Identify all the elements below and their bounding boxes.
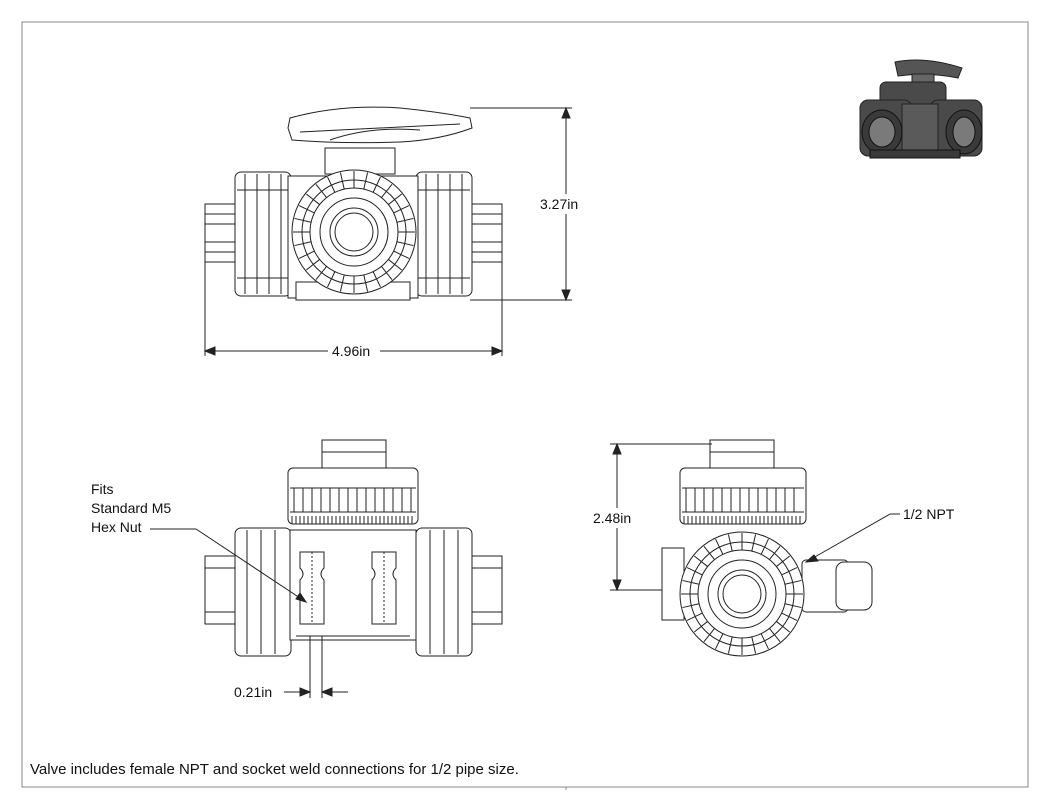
nut-callout-line2: Standard M5: [91, 500, 172, 516]
rib-line: [769, 628, 780, 641]
rib-line: [388, 259, 401, 270]
rib-line: [373, 177, 380, 192]
footer-note: Valve includes female NPT and socket wel…: [30, 761, 519, 778]
rib-line: [306, 194, 319, 205]
rib-line: [364, 173, 368, 190]
rib-line: [728, 637, 732, 654]
nut-callout-leader: [150, 529, 306, 602]
rib-line: [782, 613, 797, 620]
front-left-nut: [235, 172, 291, 296]
rib-line: [704, 628, 715, 641]
rib-line: [752, 535, 756, 552]
rib-line: [295, 242, 312, 246]
rib-line: [295, 218, 312, 222]
rib-line: [776, 556, 789, 567]
rib-line: [316, 184, 327, 197]
rib-line: [687, 568, 702, 575]
rib-line: [716, 634, 723, 649]
valve-render: [860, 60, 982, 158]
dim-label-width-front: 4.96in: [332, 343, 371, 359]
rib-line: [373, 272, 380, 287]
dim-label-slot-width: 0.21in: [234, 684, 273, 700]
dim-height-side: [610, 444, 712, 590]
rib-line: [340, 275, 344, 292]
npt-callout-leader: [806, 514, 900, 562]
front-right-nut: [416, 172, 472, 296]
dim-width-front: [205, 262, 502, 356]
rib-line: [683, 580, 700, 584]
rib-line: [694, 621, 707, 632]
rib-line: [316, 266, 327, 279]
rib-line: [381, 266, 392, 279]
front-handle: [288, 107, 472, 143]
rib-line: [397, 218, 414, 222]
drawing-frame: [22, 22, 1028, 790]
rib-line: [761, 634, 768, 649]
dim-slot-width: [284, 636, 348, 698]
rib-line: [340, 173, 344, 190]
rib-line: [388, 194, 401, 205]
dim-height-front: [470, 108, 572, 300]
rib-line: [328, 177, 335, 192]
rib-line: [394, 251, 409, 258]
rib-line: [381, 184, 392, 197]
front-view: [205, 107, 502, 300]
front-right-pipe: [470, 204, 502, 262]
rib-line: [394, 206, 409, 213]
dim-label-height-side: 2.48in: [593, 510, 632, 526]
nut-callout-line3: Hex Nut: [91, 519, 142, 535]
front-left-pipe: [205, 204, 237, 262]
dim-label-height-front: 3.27in: [540, 196, 579, 212]
thread-callout: 1/2 NPT: [903, 506, 955, 522]
rib-line: [299, 206, 314, 213]
rib-line: [364, 275, 368, 292]
rib-line: [716, 539, 723, 554]
bottom-view: [205, 440, 502, 656]
rib-line: [769, 546, 780, 559]
rib-line: [299, 251, 314, 258]
rib-line: [397, 242, 414, 246]
rib-line: [785, 580, 802, 584]
rib-line: [306, 259, 319, 270]
rib-line: [687, 613, 702, 620]
rib-line: [694, 556, 707, 567]
rib-line: [752, 637, 756, 654]
rib-line: [328, 272, 335, 287]
rib-line: [776, 621, 789, 632]
side-view: [662, 440, 872, 656]
rib-line: [785, 604, 802, 608]
rib-line: [728, 535, 732, 552]
rib-line: [782, 568, 797, 575]
rib-line: [761, 539, 768, 554]
rib-line: [683, 604, 700, 608]
rib-line: [704, 546, 715, 559]
nut-callout-line1: Fits: [91, 481, 114, 497]
